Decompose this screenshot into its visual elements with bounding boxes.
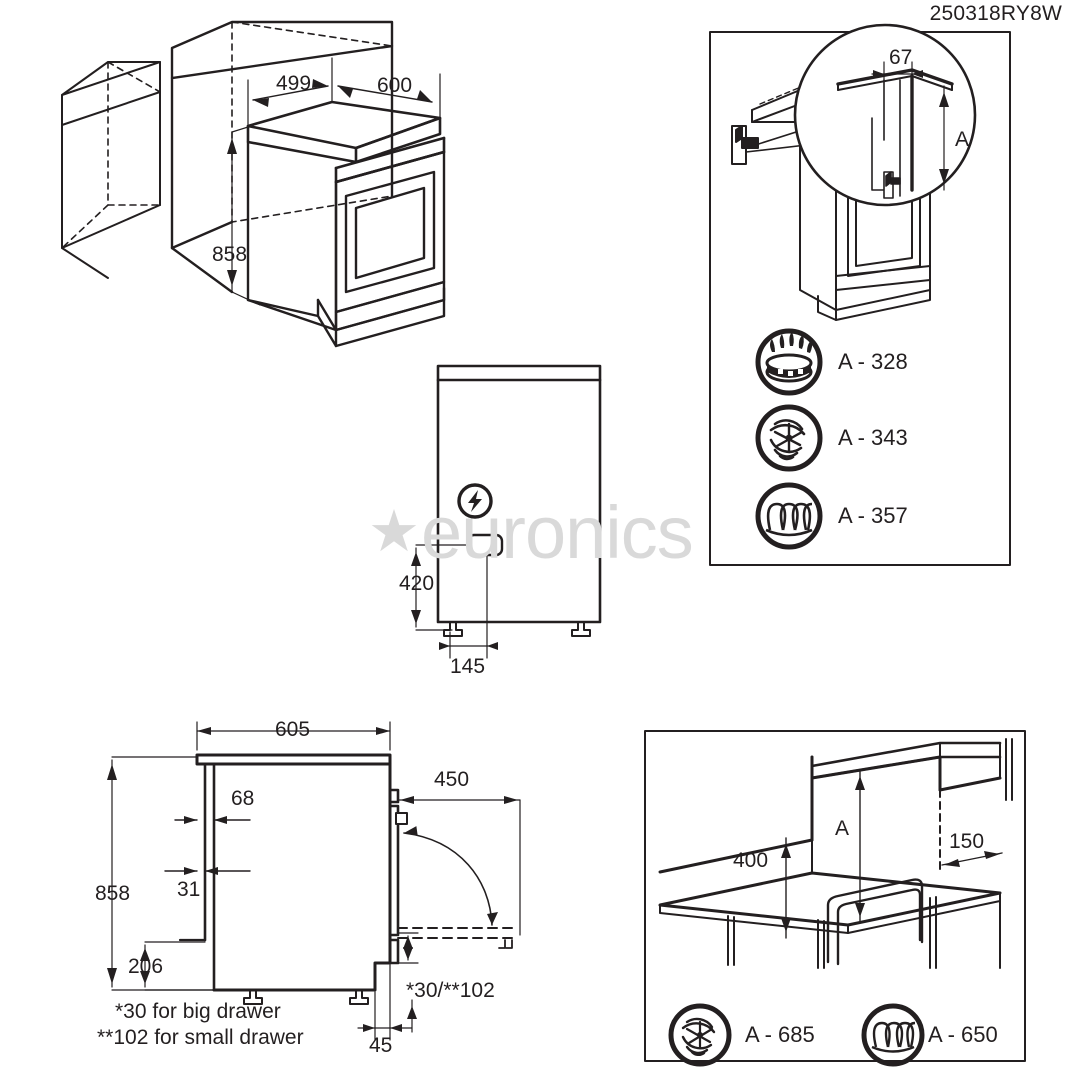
legend-label-a357: A - 357 xyxy=(838,503,908,528)
dim-605: 605 xyxy=(275,718,311,741)
dim-A-bottom: A xyxy=(835,817,850,840)
legend-label-a685: A - 685 xyxy=(745,1022,815,1047)
ceramic-hob-icon xyxy=(668,1003,732,1067)
dim-858-bottom: 858 xyxy=(95,882,131,905)
note-big-drawer: *30 for big drawer xyxy=(115,1000,281,1023)
dim-400: 400 xyxy=(733,849,769,872)
dim-420: 420 xyxy=(399,572,435,595)
dim-600: 600 xyxy=(377,74,413,97)
legend-label-a328: A - 328 xyxy=(838,349,908,374)
coil-hob-icon xyxy=(861,1003,925,1067)
dim-450: 450 xyxy=(434,768,470,791)
dim-45: 45 xyxy=(369,1034,393,1057)
document-id: 250318RY8W xyxy=(929,2,1062,25)
dim-145: 145 xyxy=(450,655,486,678)
dim-206: 206 xyxy=(128,955,164,978)
ceramic-hob-icon xyxy=(755,404,823,472)
dim-67: 67 xyxy=(889,46,913,69)
dim-68: 68 xyxy=(231,787,255,810)
note-small-drawer: **102 for small drawer xyxy=(97,1026,304,1049)
legend-label-a343: A - 343 xyxy=(838,425,908,450)
dim-drawer-clearance: *30/**102 xyxy=(406,979,495,1002)
dim-A-top: A xyxy=(955,128,970,151)
coil-hob-icon xyxy=(755,482,823,550)
gas-burner-icon xyxy=(755,328,823,396)
dim-31: 31 xyxy=(177,878,201,901)
legend-label-a650: A - 650 xyxy=(928,1022,998,1047)
dim-858-top: 858 xyxy=(212,243,248,266)
dim-150: 150 xyxy=(949,830,985,853)
dim-499: 499 xyxy=(276,72,312,95)
